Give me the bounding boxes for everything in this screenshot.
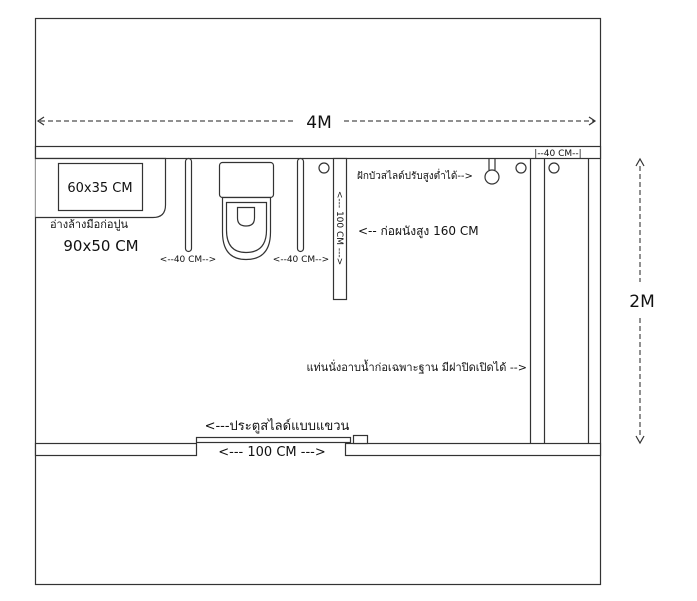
fixture-circle: [515, 162, 527, 174]
bottom-wall-right: [344, 442, 602, 457]
outer-frame: [34, 17, 602, 586]
top-wall: [34, 145, 602, 160]
sink-basin: [57, 162, 144, 212]
fixture-circle: [318, 162, 330, 174]
toilet-flush: [236, 206, 256, 227]
partition-length-label: <--- 100 CM --->: [334, 191, 344, 265]
counter-size-label: 90x50 CM: [63, 237, 138, 255]
sink-label: อ่างล้างมือก่อปูน: [50, 218, 129, 231]
width-arrowheads: [36, 116, 597, 126]
grab-bar-left: [184, 157, 193, 253]
left-clearance-label: <--40 CM-->: [160, 255, 216, 265]
partition-height-note: <-- ก่อผนังสูง 160 CM: [358, 224, 479, 239]
fixture-circle: [548, 162, 560, 174]
bottom-wall-left: [34, 442, 198, 457]
width-label: 4M: [306, 113, 331, 133]
height-arrowheads: [635, 157, 645, 445]
door-label: <---ประตูสไลด์แบบแขวน: [205, 418, 350, 434]
height-label: 2M: [629, 292, 654, 312]
toilet-seat: [225, 201, 268, 254]
door-width-label: <--- 100 CM --->: [218, 445, 325, 460]
shower-head-icon: [484, 169, 500, 185]
basin-size-label: 60x35 CM: [67, 181, 132, 196]
door-stop: [352, 434, 369, 445]
grab-bar-right: [296, 157, 305, 253]
right-clearance-label: <--40 CM-->: [273, 255, 329, 265]
shower-label: ฝักบัวสไลด์ปรับสูงต่ำได้-->: [357, 168, 473, 182]
partition-wall: [332, 157, 348, 301]
bench-label: แท่นนั่งอาบน้ำก่อเฉพาะฐาน มีฝาปิดเปิดได้…: [306, 359, 527, 374]
sliding-door: [195, 436, 352, 444]
toilet-tank: [218, 161, 275, 199]
shelf-width-label: |--40 CM--|: [534, 149, 581, 159]
